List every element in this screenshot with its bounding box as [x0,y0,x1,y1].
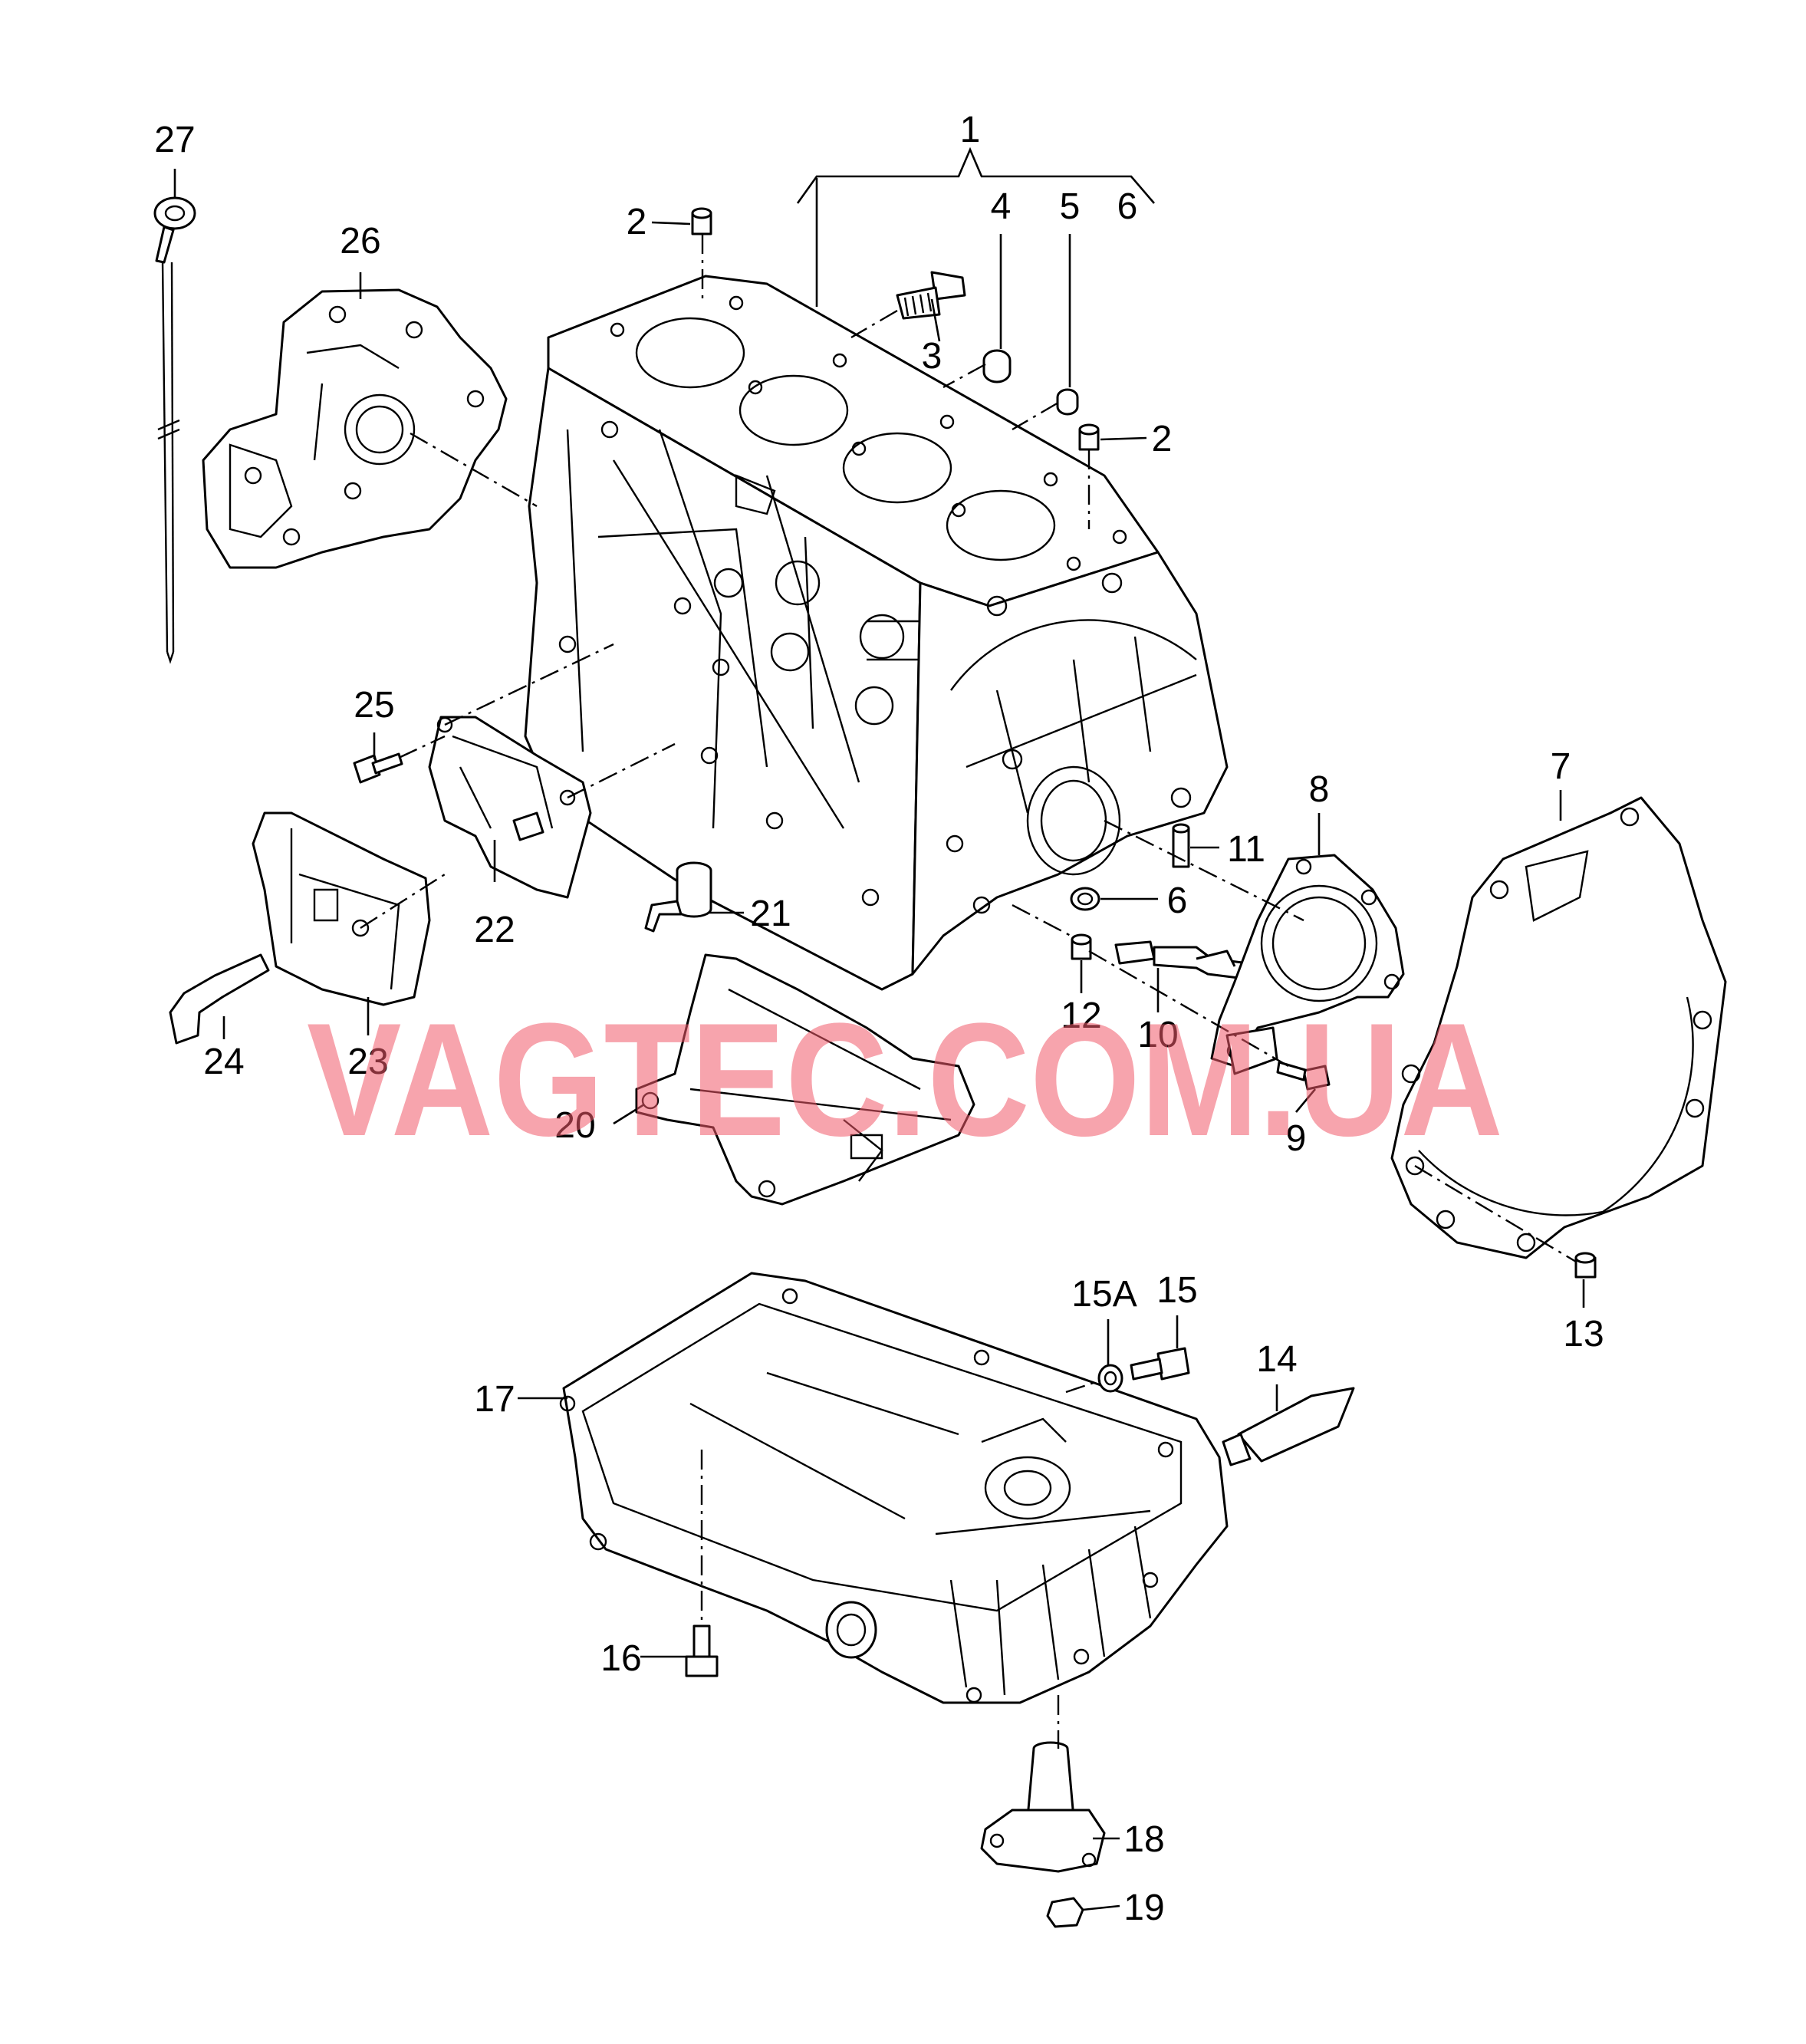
callout-17: 17 [474,1379,515,1420]
callout-20: 20 [554,1105,595,1146]
callout-12: 12 [1061,996,1101,1036]
sensor-21 [644,861,712,933]
bolt-16 [685,1624,719,1677]
seal-ring-6 [1070,887,1100,911]
callout-21: 21 [750,894,791,934]
oil-dipstick [153,196,196,664]
callout-18: 18 [1123,1819,1164,1860]
dowel-sleeve-top [691,207,712,235]
watermark-text: VAGTEC.COM.UA [307,989,1503,1170]
callout-labels: 1 2 3 4 5 6 2 27 26 25 22 23 24 21 20 6 … [154,110,1604,1928]
speed-sensor [1114,940,1244,979]
cylinder-block [524,275,1229,991]
callout-6-top: 6 [1117,186,1138,227]
nut-19 [1046,1897,1084,1928]
front-cover [202,288,508,569]
oil-sump [559,1272,1229,1704]
dowel-sleeve-13 [1574,1252,1597,1279]
callout-26: 26 [340,221,380,262]
callout-27: 27 [154,120,195,160]
bolt-9 [1276,1061,1331,1091]
breather-hose [169,953,270,1045]
callout-15: 15 [1156,1270,1197,1311]
callout-15a: 15A [1071,1274,1137,1315]
sealing-washer [1097,1364,1123,1393]
callout-14: 14 [1256,1339,1297,1380]
callout-2-right: 2 [1152,419,1173,459]
baffle-plate [635,953,975,1206]
dowel-pin-12 [1071,933,1092,960]
callout-19: 19 [1123,1888,1164,1928]
sealant-tube [1222,1387,1355,1466]
leader-lines [173,146,1585,1911]
callout-3: 3 [922,336,942,377]
dowel-sleeve-right [1078,423,1100,451]
drain-plug [1130,1347,1190,1381]
sealing-plug-4 [982,349,1012,383]
cover-22 [428,716,592,899]
callout-11: 11 [1227,829,1265,870]
callout-6-lower: 6 [1167,880,1188,921]
sealing-plug-5 [1056,388,1079,416]
alignment-lines [360,234,1577,1749]
callout-5: 5 [1060,186,1081,227]
callout-8: 8 [1309,769,1330,810]
dowel-pin-11 [1172,823,1190,868]
callout-7: 7 [1551,746,1571,787]
callout-1: 1 [960,110,981,150]
callout-16: 16 [600,1638,641,1679]
callout-4: 4 [991,186,1012,227]
seal-flange [1210,854,1405,1075]
callout-13: 13 [1563,1314,1604,1354]
callout-22: 22 [474,910,515,950]
callout-9: 9 [1286,1118,1307,1159]
oil-level-sensor [980,1741,1106,1873]
intermediate-plate [1390,796,1727,1259]
callout-2-top: 2 [627,202,647,242]
callout-24: 24 [203,1042,244,1082]
cover-23 [252,811,431,1006]
threaded-plug [896,271,966,320]
callout-23: 23 [347,1042,388,1082]
bolt-25 [353,752,403,784]
callout-10: 10 [1137,1015,1178,1055]
callout-25: 25 [354,685,394,726]
